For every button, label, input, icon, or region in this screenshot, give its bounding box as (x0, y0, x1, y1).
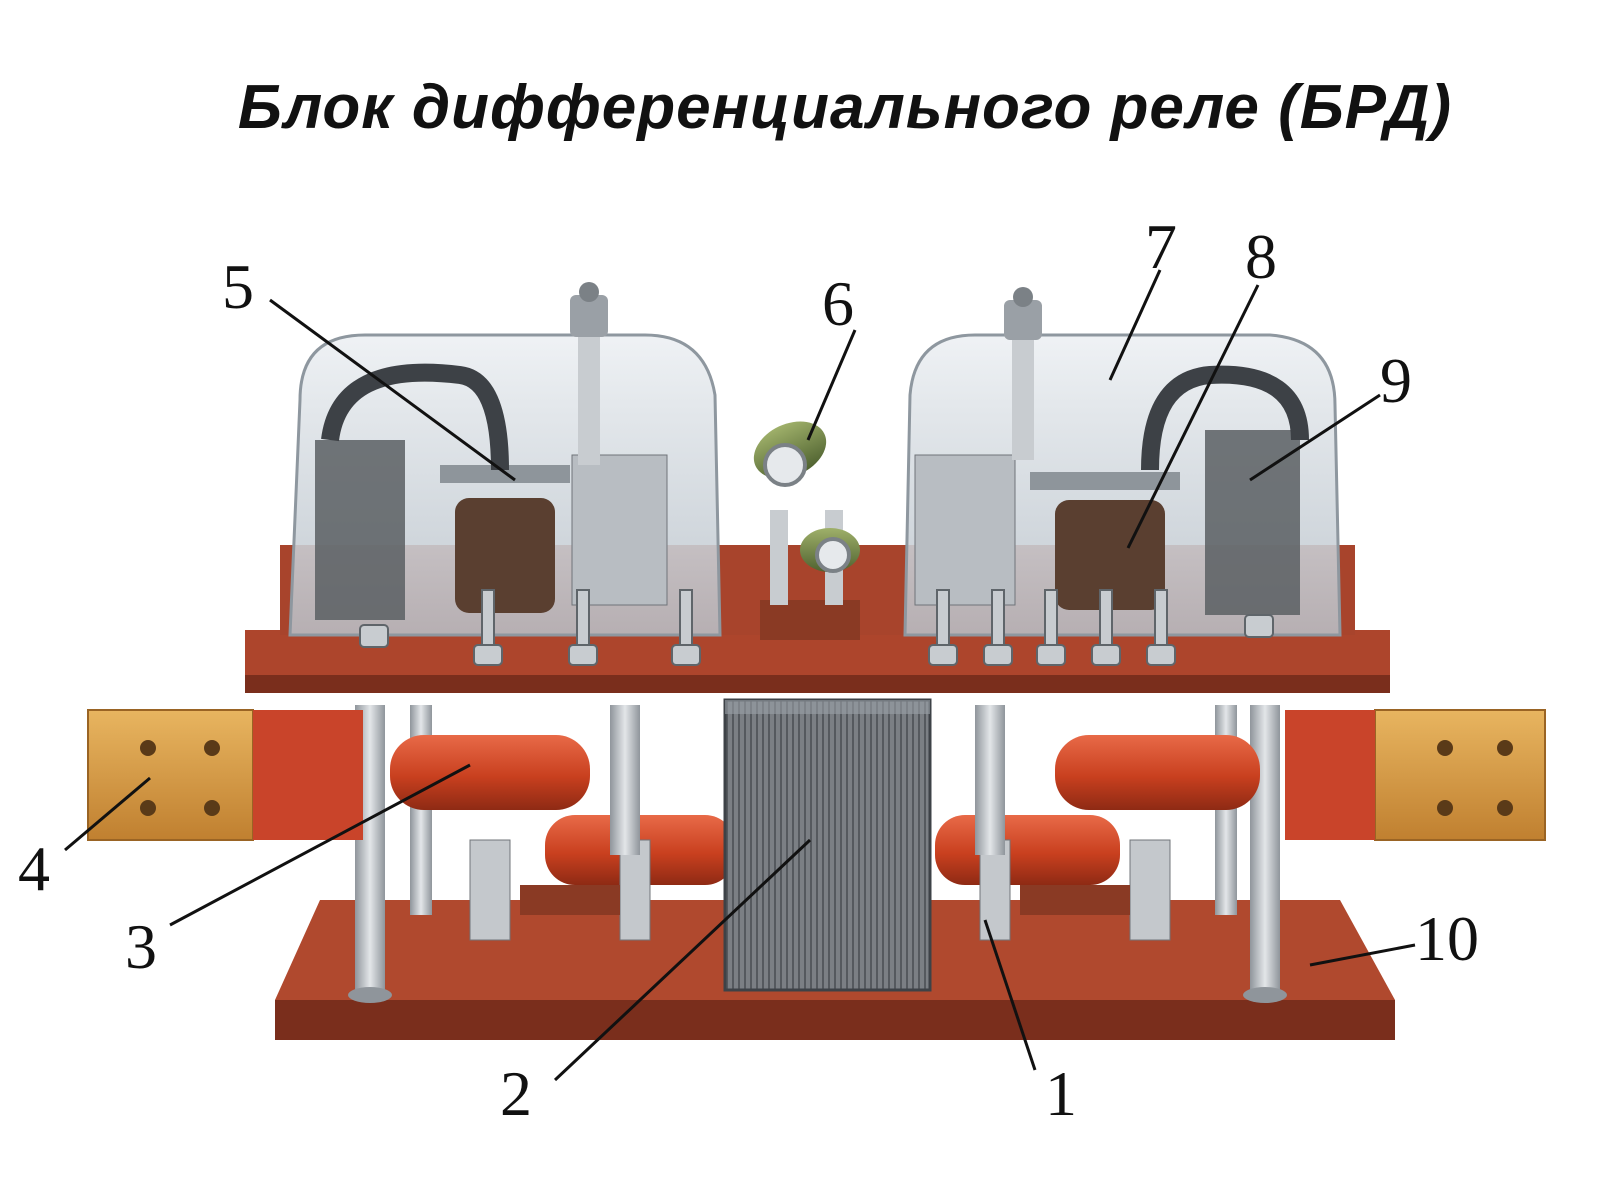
callout-9: 9 (1380, 345, 1412, 416)
callout-6: 6 (822, 268, 854, 339)
callout-5: 5 (222, 251, 254, 322)
leader-lines (64, 269, 1416, 1082)
left-relay-cover (288, 282, 722, 637)
callout-8: 8 (1245, 221, 1277, 292)
terminal-screws (359, 589, 1274, 666)
leader-1 (983, 919, 1037, 1071)
leader-6 (806, 329, 857, 441)
leader-8 (1126, 284, 1260, 549)
middle-terminal-block (753, 421, 860, 640)
callout-2: 2 (500, 1058, 532, 1129)
right-relay-cover (903, 287, 1342, 637)
leader-2 (553, 838, 812, 1082)
callout-7: 7 (1145, 211, 1177, 282)
callout-4: 4 (18, 833, 50, 904)
laminated-core (723, 698, 932, 992)
leader-10 (1309, 943, 1416, 967)
callout-10: 10 (1415, 903, 1479, 974)
callout-labels: 5 6 7 8 9 4 3 2 1 10 (18, 211, 1479, 1129)
leader-4 (64, 776, 151, 852)
leader-7 (1108, 269, 1162, 381)
diagram-title: Блок дифференциального реле (БРД) (237, 73, 1453, 142)
leader-9 (1249, 393, 1381, 482)
leader-5 (269, 298, 516, 482)
core-brackets (469, 705, 1171, 941)
callout-1: 1 (1045, 1058, 1077, 1129)
leader-3 (169, 763, 471, 927)
copper-bus-bars (87, 709, 1546, 841)
callout-3: 3 (125, 911, 157, 982)
